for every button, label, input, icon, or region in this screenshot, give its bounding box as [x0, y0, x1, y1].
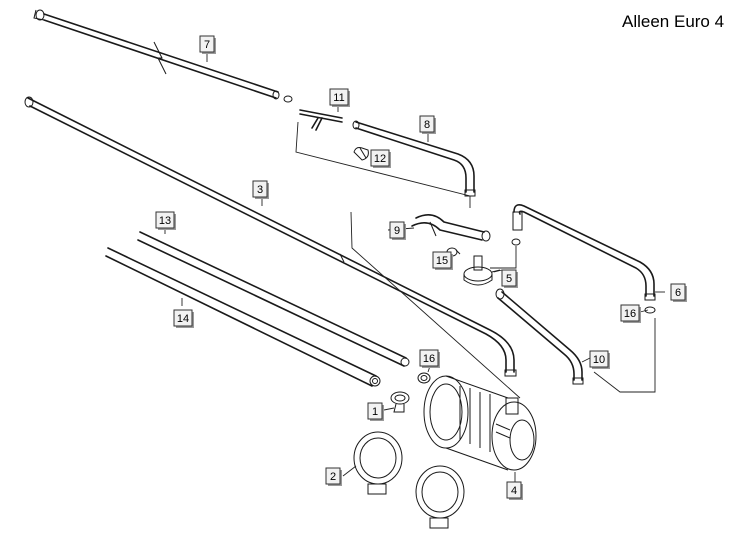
part-2-band-clamps: [353, 431, 465, 529]
callout-c8: 8: [419, 115, 436, 134]
callout-c5: 5: [501, 269, 518, 288]
part-4-canister: [423, 375, 537, 471]
callout-number: 11: [333, 92, 344, 104]
part-16-clamp-lower: [417, 372, 431, 384]
callout-c3: 3: [252, 180, 269, 199]
part-6-pipe: [512, 204, 656, 301]
clip-near-9: [511, 238, 521, 246]
callout-c15: 15: [432, 251, 453, 270]
callout-number: 9: [394, 225, 400, 237]
callout-c9: 9: [389, 221, 406, 240]
callout-c14: 14: [173, 309, 194, 328]
callout-c12: 12: [370, 149, 391, 168]
part-12-clip: [353, 147, 369, 161]
callout-number: 12: [374, 153, 386, 165]
part-13-pipe: [137, 231, 410, 367]
callout-c7: 7: [199, 35, 216, 54]
callout-number: 6: [675, 287, 681, 299]
callout-c2: 2: [325, 467, 342, 486]
callout-c16a: 16: [620, 304, 641, 323]
diagram-title: Alleen Euro 4: [622, 12, 725, 31]
callout-c4: 4: [506, 481, 523, 500]
callout-number: 3: [257, 184, 263, 196]
callout-number: 15: [436, 255, 448, 267]
part-11-t-piece: [299, 109, 343, 131]
callout-c13: 13: [155, 211, 176, 230]
callout-c6: 6: [670, 283, 687, 302]
callout-number: 5: [506, 273, 512, 285]
callout-number: 1: [372, 406, 378, 418]
part-7-pipe: [33, 9, 293, 103]
callout-number: 14: [177, 313, 189, 325]
callout-number: 16: [624, 308, 636, 320]
callout-c1: 1: [367, 402, 384, 421]
part-16-clamp-upper: [644, 306, 656, 314]
callout-number: 4: [511, 485, 517, 497]
callout-number: 2: [330, 471, 336, 483]
part-10-pipe: [495, 288, 584, 385]
part-5-valve: [463, 255, 501, 286]
callout-number: 8: [424, 119, 430, 131]
part-9-hose: [411, 214, 491, 242]
callout-number: 7: [204, 39, 210, 51]
callout-number: 16: [423, 353, 435, 365]
callout-c10: 10: [589, 350, 610, 369]
callout-number: 13: [159, 215, 171, 227]
callout-number: 10: [593, 354, 605, 366]
leader-lines: [164, 54, 665, 482]
part-14-pipe: [105, 247, 381, 387]
part-3-pipe: [24, 96, 517, 377]
part-1-clamp: [390, 391, 410, 413]
callout-c11: 11: [329, 88, 350, 107]
callout-c16b: 16: [419, 349, 440, 368]
